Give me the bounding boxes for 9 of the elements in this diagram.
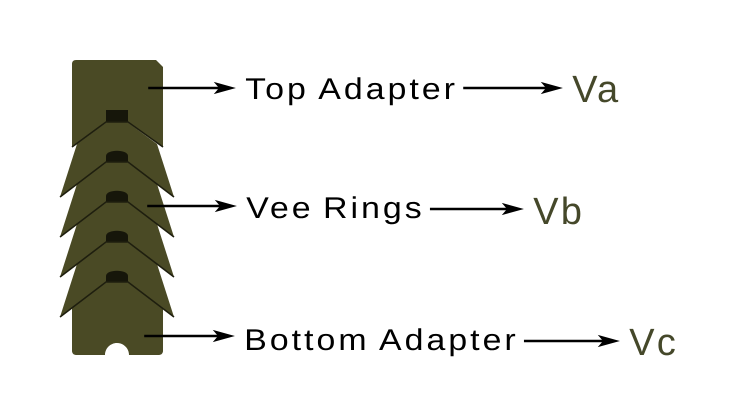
adapter-block [72, 282, 163, 355]
part-label: Vee Rings [246, 196, 420, 224]
vee-ring-stack [60, 122, 174, 318]
variable-label: Vb [533, 196, 580, 224]
variable-label: Va [572, 76, 618, 102]
part-label: Bottom Adapter [246, 328, 516, 356]
variable-label: Vc [629, 328, 675, 356]
part-label: Top Adapter [246, 77, 454, 106]
adapter-block [72, 60, 164, 148]
